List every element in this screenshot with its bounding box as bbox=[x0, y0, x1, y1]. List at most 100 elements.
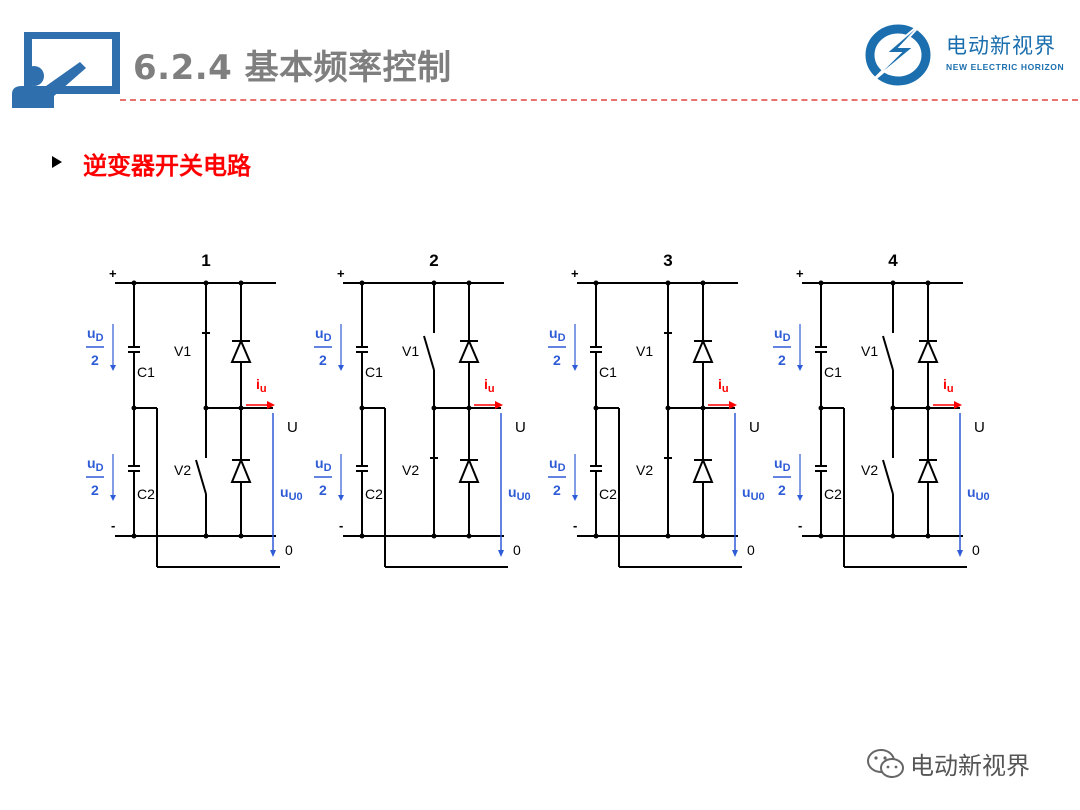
minus-terminal-label: - bbox=[111, 518, 115, 533]
ud-half-label: uD bbox=[315, 325, 332, 344]
uu0-label: uU0 bbox=[280, 484, 303, 503]
u-terminal-label: U bbox=[287, 419, 298, 436]
uu0-arrowhead bbox=[270, 550, 276, 557]
diode-icon bbox=[230, 457, 252, 483]
brand-logo-icon bbox=[865, 16, 931, 86]
ud-half-label: uD bbox=[774, 325, 791, 344]
junction-dot bbox=[203, 405, 209, 411]
ud-denominator: 2 bbox=[319, 352, 327, 368]
junction-dot bbox=[238, 280, 244, 286]
ud-half-label: uD bbox=[549, 455, 566, 474]
v2-label: V2 bbox=[402, 462, 419, 478]
iu-label: iu bbox=[718, 376, 729, 395]
junction-dot bbox=[593, 533, 599, 539]
c2-label: C2 bbox=[824, 486, 842, 502]
v2-label: V2 bbox=[174, 462, 191, 478]
section-heading: 逆变器开关电路 bbox=[83, 152, 251, 180]
ud-arrowhead bbox=[110, 495, 116, 501]
c2-gap bbox=[355, 467, 369, 470]
junction-dot bbox=[359, 533, 365, 539]
c1-gap bbox=[127, 348, 141, 351]
v1-label: V1 bbox=[402, 343, 419, 359]
junction-dot bbox=[665, 280, 671, 286]
presentation-icon bbox=[12, 32, 120, 108]
junction-dot bbox=[890, 533, 896, 539]
uu0-arrowhead bbox=[732, 550, 738, 557]
junction-dot bbox=[700, 533, 706, 539]
uu0-label: uU0 bbox=[508, 484, 531, 503]
zero-terminal-label: 0 bbox=[285, 542, 293, 558]
c1-gap bbox=[355, 348, 369, 351]
c1-gap bbox=[589, 348, 603, 351]
ud-denominator: 2 bbox=[778, 352, 786, 368]
junction-dot bbox=[431, 405, 437, 411]
diode-icon bbox=[917, 457, 939, 483]
ud-half-label: uD bbox=[87, 325, 104, 344]
diode-icon bbox=[230, 338, 252, 363]
junction-dot bbox=[466, 405, 472, 411]
uu0-label: uU0 bbox=[742, 484, 765, 503]
plus-terminal-label: + bbox=[796, 266, 804, 281]
junction-dot bbox=[359, 405, 365, 411]
iu-label: iu bbox=[256, 376, 267, 395]
brand-name: 电动新视界 bbox=[946, 34, 1056, 58]
junction-dot bbox=[359, 280, 365, 286]
ud-denominator: 2 bbox=[91, 352, 99, 368]
page-title: 6.2.4 基本频率控制 bbox=[133, 48, 452, 88]
brand-tagline: NEW ELECTRIC HORIZON bbox=[946, 62, 1065, 72]
c1-label: C1 bbox=[824, 364, 842, 380]
ud-arrowhead bbox=[572, 365, 578, 371]
watermark-text: 电动新视界 bbox=[910, 752, 1030, 780]
ud-arrowhead bbox=[572, 495, 578, 501]
diode-icon bbox=[692, 457, 714, 483]
u-terminal-label: U bbox=[974, 419, 985, 436]
ud-arrowhead bbox=[797, 365, 803, 371]
c1-label: C1 bbox=[365, 364, 383, 380]
bullet-triangle-icon bbox=[52, 156, 62, 168]
uu0-arrowhead bbox=[498, 550, 504, 557]
junction-dot bbox=[925, 533, 931, 539]
zero-terminal-label: 0 bbox=[972, 542, 980, 558]
junction-dot bbox=[700, 280, 706, 286]
junction-dot bbox=[431, 533, 437, 539]
junction-dot bbox=[593, 405, 599, 411]
v2-label: V2 bbox=[636, 462, 653, 478]
v1-label: V1 bbox=[636, 343, 653, 359]
junction-dot bbox=[203, 280, 209, 286]
junction-dot bbox=[665, 405, 671, 411]
c2-gap bbox=[814, 467, 828, 470]
junction-dot bbox=[818, 280, 824, 286]
plus-terminal-label: + bbox=[337, 266, 345, 281]
header-divider bbox=[120, 99, 1078, 101]
v2-switch-blade bbox=[882, 459, 894, 495]
v2-switch-blade bbox=[195, 459, 207, 495]
ud-denominator: 2 bbox=[553, 482, 561, 498]
junction-dot bbox=[431, 280, 437, 286]
junction-dot bbox=[238, 533, 244, 539]
junction-dot bbox=[925, 405, 931, 411]
junction-dot bbox=[665, 533, 671, 539]
v1-label: V1 bbox=[861, 343, 878, 359]
wechat-icon bbox=[867, 749, 904, 778]
minus-terminal-label: - bbox=[573, 518, 577, 533]
zero-terminal-label: 0 bbox=[747, 542, 755, 558]
circuit-number: 3 bbox=[663, 251, 672, 270]
ud-half-label: uD bbox=[315, 455, 332, 474]
ud-arrowhead bbox=[797, 495, 803, 501]
c2-label: C2 bbox=[365, 486, 383, 502]
v2-label: V2 bbox=[861, 462, 878, 478]
ud-half-label: uD bbox=[774, 455, 791, 474]
junction-dot bbox=[925, 280, 931, 286]
c1-label: C1 bbox=[599, 364, 617, 380]
c2-gap bbox=[127, 467, 141, 470]
ud-arrowhead bbox=[338, 365, 344, 371]
uu0-label: uU0 bbox=[967, 484, 990, 503]
minus-terminal-label: - bbox=[339, 518, 343, 533]
u-terminal-label: U bbox=[749, 419, 760, 436]
junction-dot bbox=[131, 405, 137, 411]
